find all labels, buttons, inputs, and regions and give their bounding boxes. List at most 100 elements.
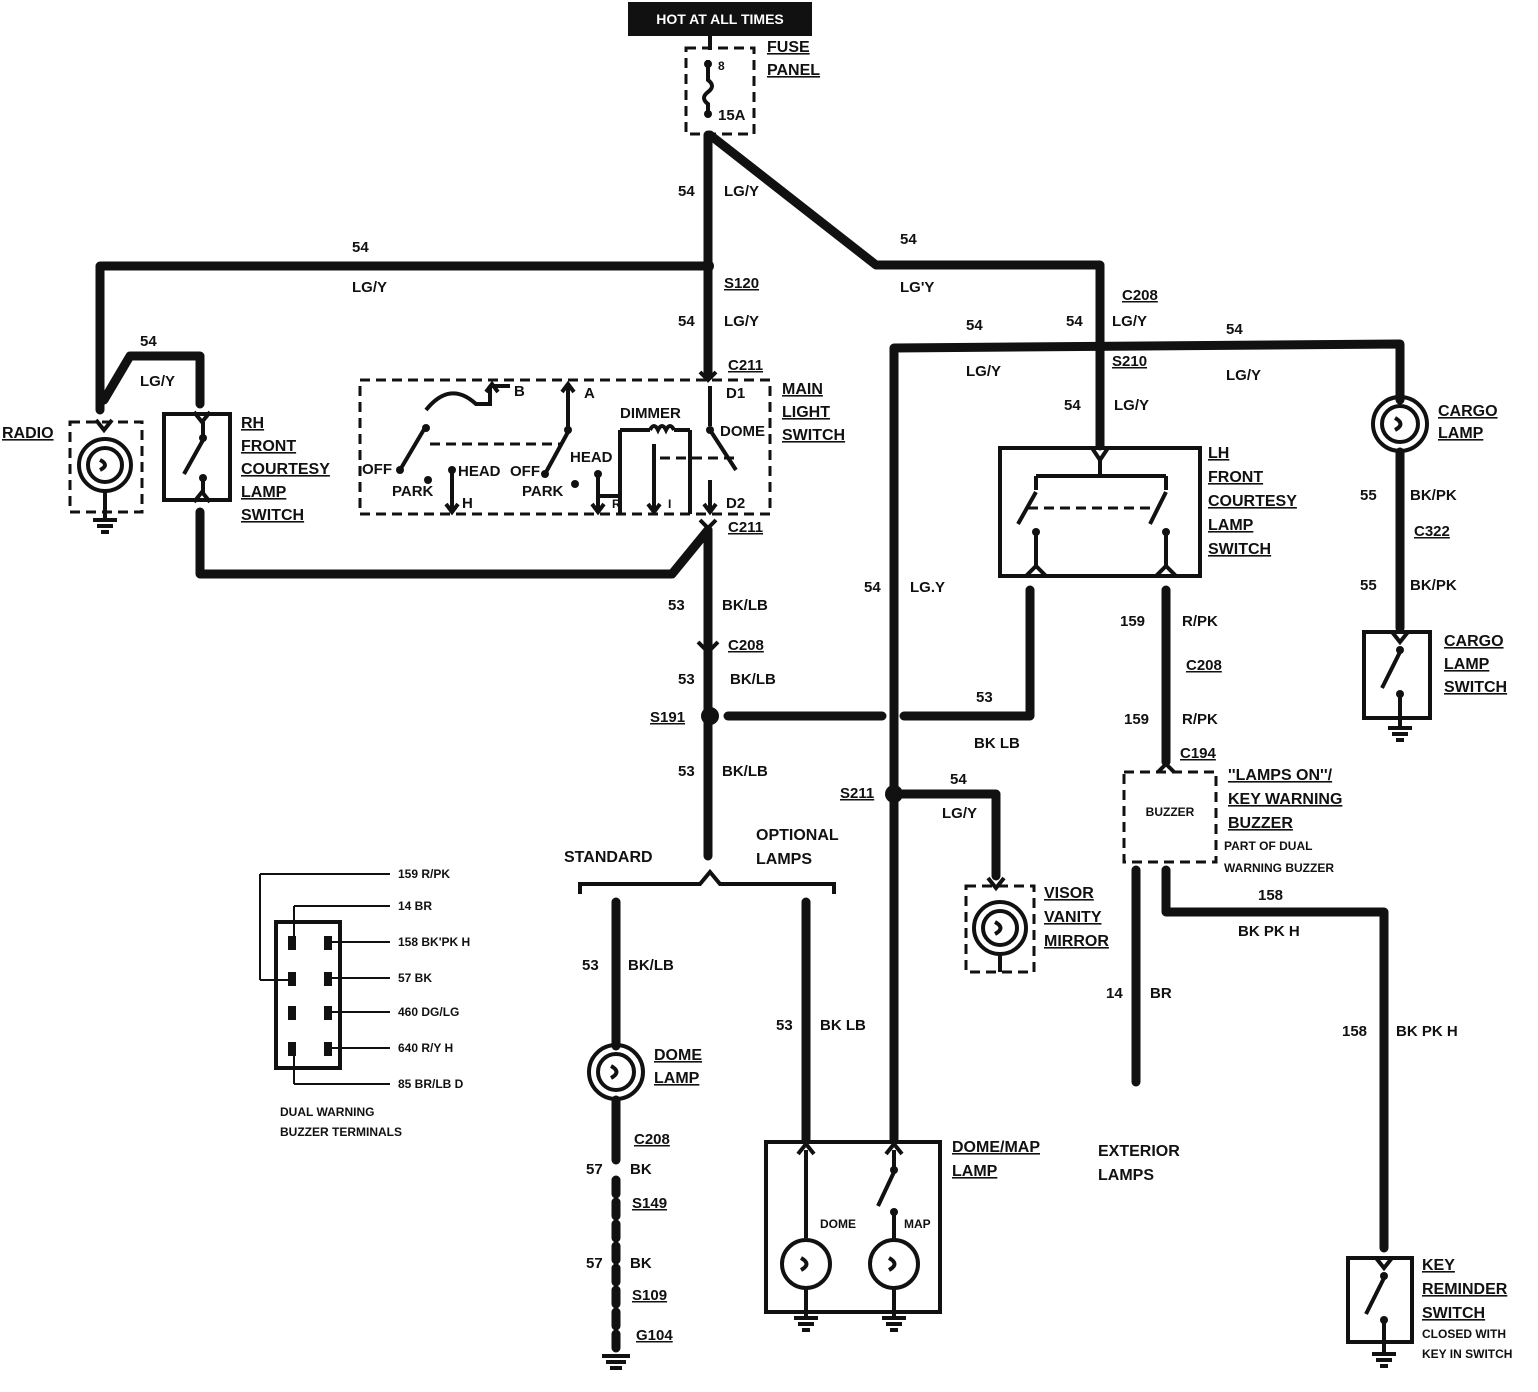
cargo-lamp-label: CARGO <box>1438 403 1498 420</box>
lh-switch-label: LH <box>1208 445 1229 462</box>
wire-label: LG/Y <box>352 279 387 296</box>
key-note-label: KEY IN SWITCH <box>1422 1347 1512 1361</box>
wire-label: BK <box>630 1255 652 1272</box>
wire-label: R/PK <box>1182 711 1218 728</box>
wire-label: 54 <box>950 771 967 788</box>
switch-term-label: D1 <box>726 385 745 402</box>
connector-s149: S149 <box>632 1195 667 1212</box>
exterior-lamps-label: LAMPS <box>1098 1167 1154 1184</box>
terminal-label: 14 BR <box>398 899 432 913</box>
rh-switch-label: SWITCH <box>241 507 304 524</box>
terminal-label: 57 BK <box>398 971 432 985</box>
hot-at-all-times-banner <box>628 2 812 36</box>
cargo-switch-label: CARGO <box>1444 633 1504 650</box>
wire-label: 54 <box>678 313 695 330</box>
wire-label: LG/Y <box>140 373 175 390</box>
connector-c322: C322 <box>1414 523 1450 540</box>
dome-map-lamp-box <box>764 1140 942 1314</box>
standard-label: STANDARD <box>564 849 653 866</box>
wire-label: 54 <box>678 183 695 200</box>
connector-s109: S109 <box>632 1287 667 1304</box>
optional-label: LAMPS <box>756 851 812 868</box>
wire-label: 54 <box>966 317 983 334</box>
key-reminder-label: REMINDER <box>1422 1281 1508 1298</box>
dual-warning-label: DUAL WARNING <box>280 1105 374 1119</box>
optional-label: OPTIONAL <box>756 827 839 844</box>
wire-label: LG'Y <box>900 279 934 296</box>
buzzer-note-label: PART OF DUAL <box>1224 839 1312 853</box>
switch-term-label: R <box>612 497 621 511</box>
cargo-lamp-label: LAMP <box>1438 425 1484 442</box>
map-switch-blade <box>876 1171 896 1207</box>
wire-label: BK <box>630 1161 652 1178</box>
switch-term-label: HEAD <box>458 463 501 480</box>
switch-term-label: H <box>462 495 473 512</box>
wire-54-right-feed <box>705 130 1105 301</box>
ground-icon <box>1372 1352 1396 1368</box>
rh-courtesy-switch-box <box>162 412 232 502</box>
wire-label: LG/Y <box>1112 313 1147 330</box>
buzzer-box <box>1122 770 1218 864</box>
wire-label: 54 <box>1066 313 1083 330</box>
wire-54-dome-map <box>889 339 1405 1145</box>
wire-label: 55 <box>1360 487 1377 504</box>
switch-term-label: A <box>584 385 595 402</box>
ground-icon <box>794 1316 906 1332</box>
switch-term-label: D2 <box>726 495 745 512</box>
wire-label: LG/Y <box>1114 397 1149 414</box>
lh-courtesy-switch-box <box>998 446 1202 578</box>
cargo-lamp-switch-box <box>1362 630 1432 720</box>
ground-icon <box>1388 726 1412 742</box>
visor-label: MIRROR <box>1044 933 1109 950</box>
cargo-switch-label: SWITCH <box>1444 679 1507 696</box>
wire-label: BK LB <box>974 735 1020 752</box>
wire-rh-return <box>195 507 713 579</box>
wire-label: LG/Y <box>1226 367 1261 384</box>
cargo-switch-label: LAMP <box>1444 656 1490 673</box>
dome-lamp-label: DOME <box>654 1047 702 1064</box>
switch-term-label: DIMMER <box>620 405 681 422</box>
wire-label: LG/Y <box>724 313 759 330</box>
wire-label: 57 <box>586 1255 603 1272</box>
wire-54-radio <box>95 261 713 415</box>
terminal-label: 159 R/PK <box>398 867 450 881</box>
radio-label: RADIO <box>2 425 54 442</box>
connector-c211-bottom: C211 <box>728 519 763 536</box>
wire-53-lh-switch <box>899 585 1035 721</box>
wire-label: 53 <box>678 671 695 688</box>
key-reminder-label: KEY <box>1422 1257 1455 1274</box>
wire-label: 54 <box>900 231 917 248</box>
splice-s191 <box>701 707 719 725</box>
wire-label: LG/Y <box>966 363 1001 380</box>
wire-label: 53 <box>776 1017 793 1034</box>
terminal-label: 460 DG/LG <box>398 1005 459 1019</box>
wire-label: 53 <box>668 597 685 614</box>
wire-158 <box>1161 865 1389 1253</box>
rh-switch-label: LAMP <box>241 484 287 501</box>
dome-map-label: DOME/MAP <box>952 1139 1040 1156</box>
fuse-panel-box <box>684 46 756 136</box>
lh-switch-label: FRONT <box>1208 469 1263 486</box>
wire-label: 54 <box>1064 397 1081 414</box>
ground-icon <box>602 1354 630 1370</box>
lh-switch-label: SWITCH <box>1208 541 1271 558</box>
wire-label: BK PK H <box>1396 1023 1458 1040</box>
dome-lamp-label: LAMP <box>654 1070 700 1087</box>
switch-term-label: OFF <box>510 463 540 480</box>
fuse-pin-label: 8 <box>718 59 725 73</box>
buzzer-desc-label: BUZZER <box>1228 815 1293 832</box>
wire-label: 54 <box>352 239 369 256</box>
lh-switch-label: COURTESY <box>1208 493 1297 510</box>
fuse-rating-label: 15A <box>718 107 746 124</box>
connector-c194: C194 <box>1180 745 1217 762</box>
key-note-label: CLOSED WITH <box>1422 1327 1506 1341</box>
wire-label: 54 <box>864 579 881 596</box>
switch-term-label: I <box>668 497 671 511</box>
hot-at-all-times-text: HOT AT ALL TIMES <box>656 11 784 27</box>
connector-s210: S210 <box>1112 353 1147 370</box>
main-switch-label: MAIN <box>782 381 823 398</box>
fuse-panel-label-1: FUSE <box>767 39 810 56</box>
splice-s211 <box>885 785 903 803</box>
connector-s120: S120 <box>724 275 759 292</box>
wire-label: LG/Y <box>942 805 977 822</box>
